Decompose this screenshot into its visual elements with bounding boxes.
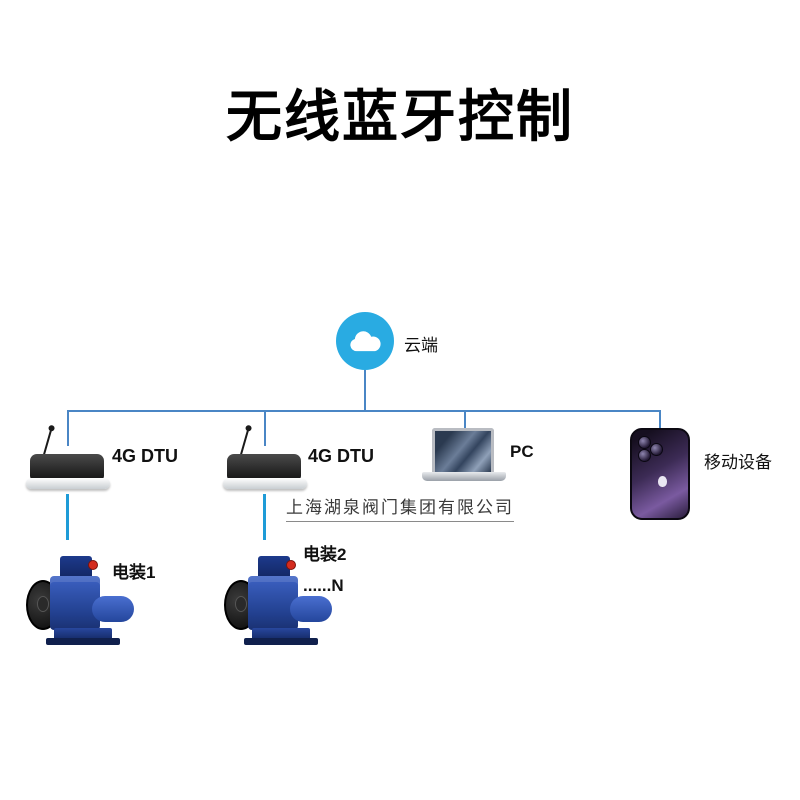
laptop-icon	[422, 428, 506, 484]
cloud-label: 云端	[404, 336, 438, 355]
camera-module	[638, 436, 664, 462]
smartphone-icon	[630, 428, 690, 520]
actuator-base	[252, 628, 310, 640]
laptop-screen	[432, 428, 494, 472]
actuator2-sublabel: ......N	[303, 576, 344, 595]
dtu1-label: 4G DTU	[112, 446, 179, 466]
laptop-base	[422, 472, 506, 481]
connector-drop-mobile	[659, 410, 661, 432]
cloud-glyph	[350, 331, 381, 352]
watermark: 上海湖泉阀门集团有限公司	[0, 493, 800, 522]
actuator-foot	[46, 638, 120, 645]
connector-drop-pc	[464, 410, 466, 432]
pc-label: PC	[510, 442, 534, 461]
actuator-motor	[92, 596, 134, 622]
valve-actuator-icon-2	[224, 546, 332, 646]
valve-actuator-icon-1	[26, 546, 134, 646]
dtu2-label: 4G DTU	[308, 446, 375, 466]
camera-lens-icon	[638, 449, 651, 462]
connector-bus	[67, 410, 661, 412]
actuator-indicator	[286, 560, 296, 570]
link-dtu2-actuator2	[263, 494, 266, 540]
actuator-base	[54, 628, 112, 640]
connector-cloud-drop	[364, 370, 366, 410]
actuator1-label: 电装1	[112, 563, 156, 582]
router-body	[30, 454, 104, 480]
actuator-indicator	[88, 560, 98, 570]
actuator2-label: 电装2	[303, 545, 347, 564]
camera-lens-icon	[638, 436, 651, 449]
apple-logo-icon	[658, 476, 667, 487]
connector-drop-dtu1	[67, 410, 69, 446]
router-body	[227, 454, 301, 480]
mobile-label: 移动设备	[704, 453, 772, 472]
actuator-foot	[244, 638, 318, 645]
watermark-text: 上海湖泉阀门集团有限公司	[286, 493, 514, 522]
cloud-icon	[336, 312, 394, 370]
dtu-router-icon-2	[223, 428, 309, 494]
connector-drop-dtu2	[264, 410, 266, 446]
actuator-body	[248, 576, 298, 630]
router-base	[223, 478, 307, 489]
actuator-motor	[290, 596, 332, 622]
link-dtu1-actuator1	[66, 494, 69, 540]
page-title: 无线蓝牙控制	[226, 85, 574, 148]
actuator-body	[50, 576, 100, 630]
router-base	[26, 478, 110, 489]
camera-lens-icon	[650, 443, 663, 456]
dtu-router-icon-1	[26, 428, 112, 494]
